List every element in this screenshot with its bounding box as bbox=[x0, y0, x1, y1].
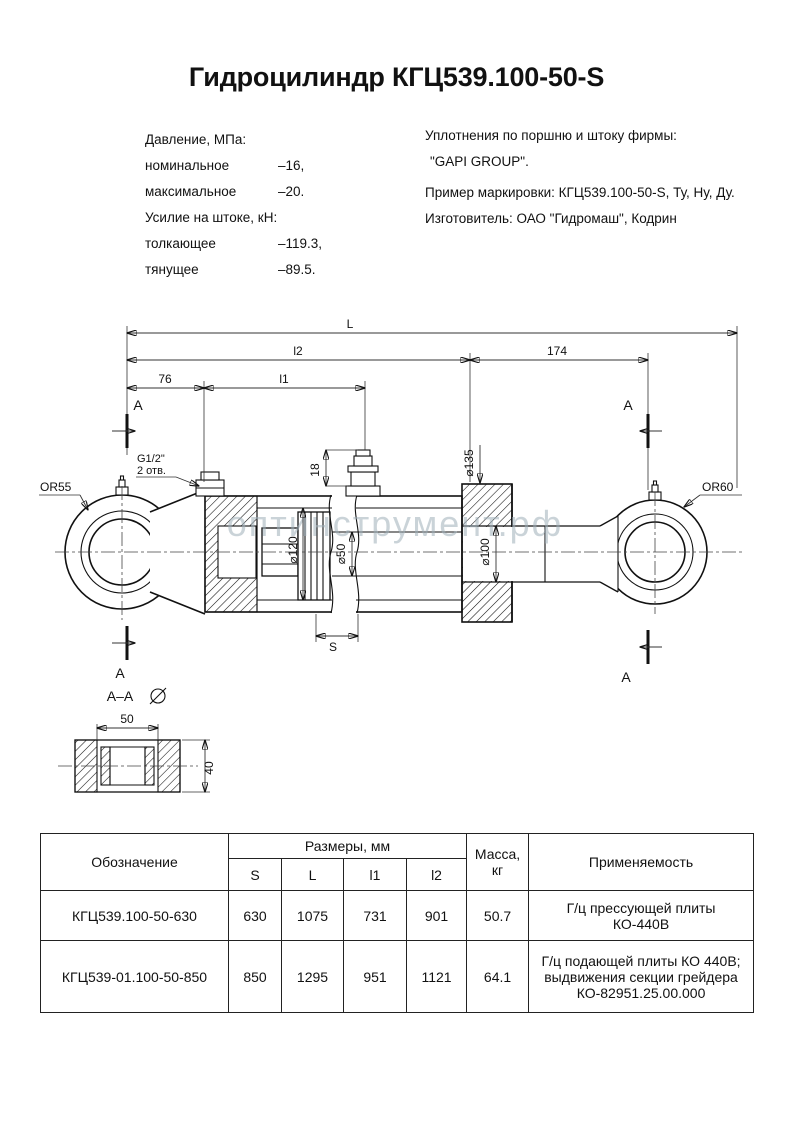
marking-line: Пример маркировки: КГЦ539.100-50-S, Ту, … bbox=[425, 185, 735, 200]
hydraulic-cylinder-drawing: оптинструмент.рф bbox=[39, 317, 745, 793]
dim-label-L: L bbox=[347, 317, 354, 331]
or55-label: OR55 bbox=[40, 480, 72, 494]
cell-mass: 64.1 bbox=[466, 940, 530, 1013]
or60-label: OR60 bbox=[702, 480, 734, 494]
spec-label: тянущее bbox=[145, 262, 199, 277]
table-row: КГЦ539.100-50-630 630 1075 731 901 50.7 … bbox=[40, 890, 755, 941]
pressure-force-specs: Давление, МПа: номинальное –16, максимал… bbox=[145, 127, 340, 283]
section-marker-a: А bbox=[115, 665, 125, 681]
dim-label-l1: l1 bbox=[279, 372, 289, 386]
head-flange bbox=[461, 483, 600, 623]
section-marker-a: А bbox=[623, 397, 633, 413]
cell-s: 630 bbox=[228, 890, 282, 941]
cell-l: 1295 bbox=[281, 940, 344, 1013]
port-g12 bbox=[195, 471, 225, 497]
seals-line-1: Уплотнения по поршню и штоку фирмы: bbox=[425, 128, 677, 143]
center-lines bbox=[55, 486, 745, 767]
dim-label-S: S bbox=[329, 640, 337, 654]
dia-label-120: ⌀120 bbox=[286, 536, 300, 564]
section-view-title: А–А bbox=[107, 688, 134, 704]
port-fitting bbox=[345, 449, 381, 497]
spec-value: –119.3, bbox=[278, 236, 323, 251]
col-header-l: L bbox=[281, 858, 344, 891]
cell-l2: 1121 bbox=[405, 940, 468, 1013]
cell-application: Г/ц прессующей плиты КО-440В bbox=[528, 890, 755, 941]
col-header-sizes: Размеры, мм bbox=[227, 833, 468, 859]
pressure-header: Давление, МПа: bbox=[145, 132, 247, 147]
section-marker-a: А bbox=[133, 397, 143, 413]
table-row: КГЦ539-01.100-50-850 850 1295 951 1121 6… bbox=[40, 940, 755, 1013]
spec-value: –89.5. bbox=[278, 262, 316, 277]
col-header-s: S bbox=[228, 858, 282, 891]
manufacturer-line: Изготовитель: ОАО "Гидромаш", Кодрин bbox=[425, 211, 677, 226]
col-header-l2: l2 bbox=[405, 858, 468, 891]
section-dim-40: 40 bbox=[202, 761, 216, 775]
cell-application: Г/ц подающей плиты КО 440В; выдвижения с… bbox=[528, 940, 755, 1013]
spec-value: –20. bbox=[278, 184, 305, 199]
dim-label-18: 18 bbox=[308, 463, 322, 477]
port-label-2otv: 2 отв. bbox=[137, 465, 166, 477]
spec-row: номинальное –16, bbox=[145, 153, 340, 179]
watermark-text: оптинструмент.рф bbox=[227, 503, 564, 544]
spec-row: тянущее –89.5. bbox=[145, 257, 340, 283]
spec-label: номинальное bbox=[145, 158, 230, 173]
spec-row: максимальное –20. bbox=[145, 179, 340, 205]
spec-label: толкающее bbox=[145, 236, 216, 251]
dia-label-50: ⌀50 bbox=[334, 543, 348, 564]
seals-maker-specs: Уплотнения по поршню и штоку фирмы: "GAP… bbox=[425, 123, 755, 232]
cell-l2: 901 bbox=[405, 890, 468, 941]
dim-label-174: 174 bbox=[547, 344, 567, 358]
spec-row: толкающее –119.3, bbox=[145, 231, 340, 257]
cell-s: 850 bbox=[228, 940, 282, 1013]
cell-mass: 50.7 bbox=[466, 890, 530, 941]
dia-label-135: ⌀135 bbox=[462, 449, 476, 477]
spec-table: Обозначение Размеры, мм Масса, кг Примен… bbox=[40, 833, 755, 1013]
cell-l1: 731 bbox=[343, 890, 407, 941]
force-header: Усилие на штоке, кН: bbox=[145, 210, 278, 225]
cell-designation: КГЦ539.100-50-630 bbox=[40, 890, 229, 941]
section-markers: А А А А bbox=[112, 397, 662, 685]
dim-label-l2: l2 bbox=[293, 344, 303, 358]
section-dim-50: 50 bbox=[120, 712, 134, 726]
seals-line-2: "GAPI GROUP". bbox=[430, 154, 529, 169]
port-label-g12: G1/2" bbox=[137, 453, 165, 465]
col-header-l1: l1 bbox=[343, 858, 407, 891]
section-view-label: А–А bbox=[107, 687, 167, 705]
cell-l1: 951 bbox=[343, 940, 407, 1013]
page-title: Гидроцилиндр КГЦ539.100-50-S bbox=[188, 62, 605, 92]
cell-designation: КГЦ539-01.100-50-850 bbox=[40, 940, 229, 1013]
dimension-lines bbox=[39, 326, 742, 792]
col-header-mass: Масса, кг bbox=[466, 833, 530, 891]
dim-label-76: 76 bbox=[158, 372, 172, 386]
piston-rod bbox=[512, 515, 619, 593]
col-header-application: Применяемость bbox=[528, 833, 755, 891]
dia-label-100: ⌀100 bbox=[478, 538, 492, 566]
section-marker-a: А bbox=[621, 669, 631, 685]
cell-l: 1075 bbox=[281, 890, 344, 941]
spec-label: максимальное bbox=[145, 184, 237, 199]
spec-value: –16, bbox=[278, 158, 305, 173]
col-header-designation: Обозначение bbox=[40, 833, 229, 891]
